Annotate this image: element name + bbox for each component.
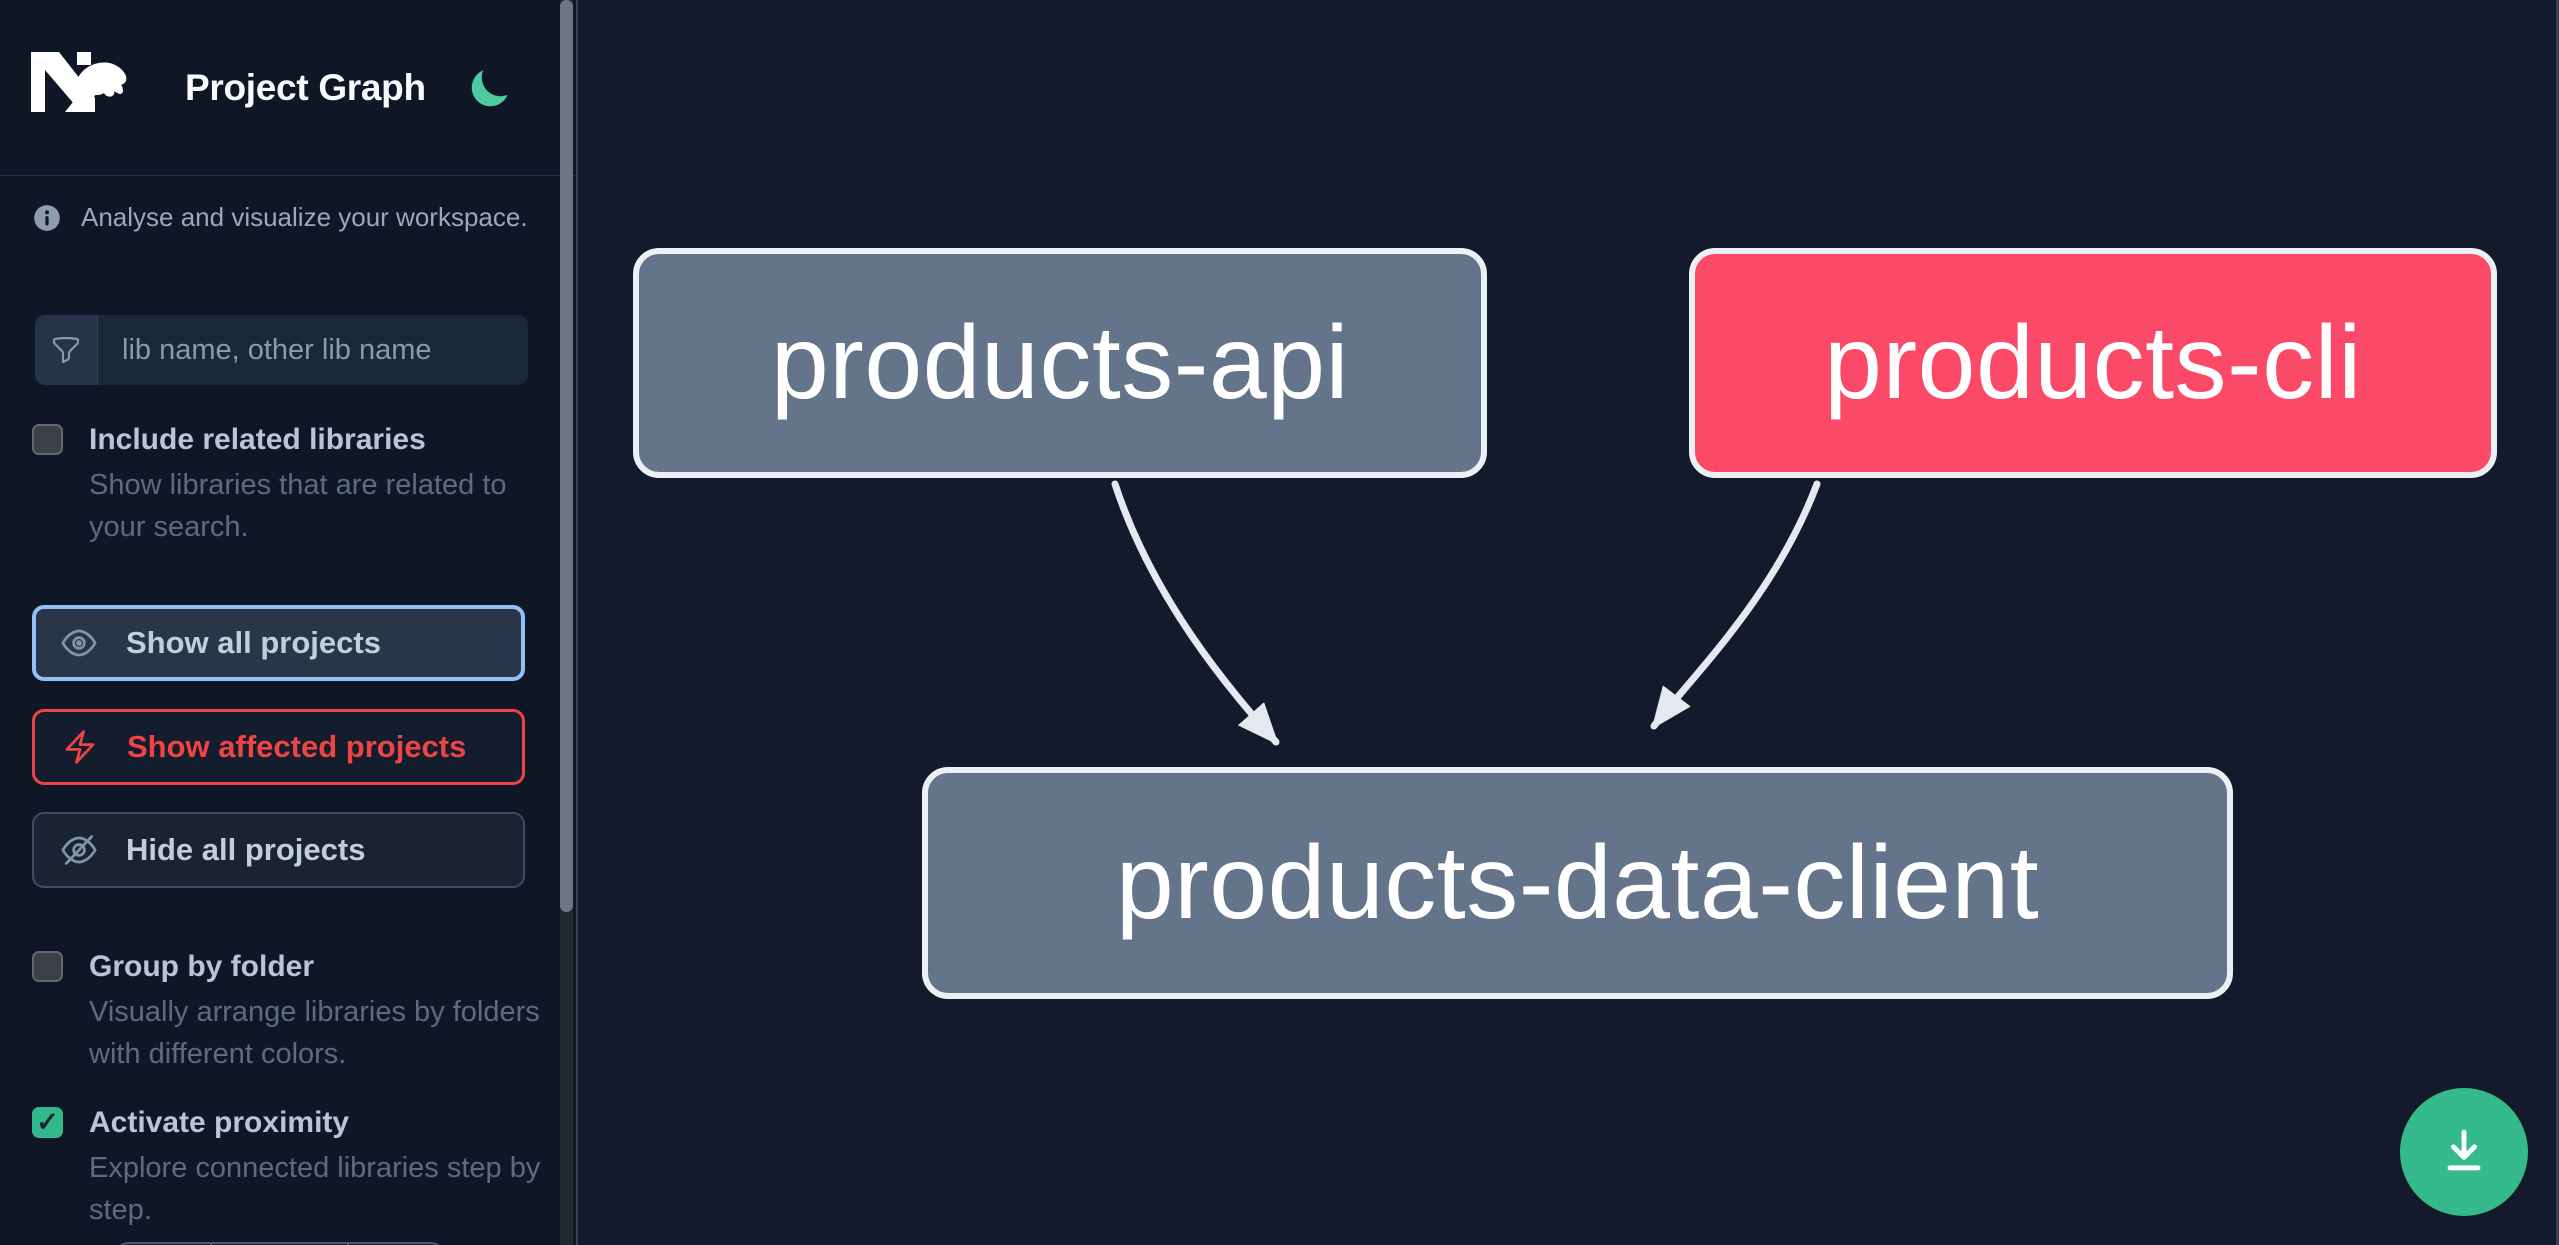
button-label: Hide all projects: [126, 832, 366, 867]
toggle-description: Show libraries that are related to your …: [89, 469, 507, 543]
bolt-icon: [65, 730, 95, 764]
node-label: products-cli: [1824, 304, 2362, 421]
toggle-include-related: Include related libraries Show libraries…: [32, 422, 532, 548]
workspace-info-row: Analyse and visualize your workspace.: [33, 202, 528, 233]
funnel-icon: [35, 315, 98, 385]
toggle-group-by-folder: Group by folder Visually arrange librari…: [32, 949, 540, 1075]
toggle-label[interactable]: Group by folder: [89, 950, 314, 983]
toggle-label[interactable]: Include related libraries: [89, 423, 426, 456]
toggle-description: Explore connected libraries step by step…: [89, 1152, 541, 1226]
tagline: Analyse and visualize your workspace.: [81, 202, 528, 232]
include-related-checkbox[interactable]: [32, 424, 63, 455]
graph-node-products-data-client[interactable]: products-data-client: [922, 767, 2233, 999]
graph-node-products-cli[interactable]: products-cli: [1689, 248, 2497, 478]
download-graph-button[interactable]: [2400, 1088, 2528, 1216]
nx-logo-icon: [31, 52, 127, 112]
show-all-projects-button[interactable]: Show all projects: [32, 605, 525, 681]
activate-proximity-checkbox[interactable]: [32, 1107, 63, 1138]
show-affected-projects-button[interactable]: Show affected projects: [32, 709, 525, 785]
dependency-edges: [1111, 480, 1821, 746]
node-label: products-api: [770, 304, 1350, 421]
toggle-activate-proximity: Activate proximity Explore connected lib…: [32, 1105, 540, 1231]
sidebar-header: Project Graph: [0, 0, 576, 176]
toggle-label[interactable]: Activate proximity: [89, 1106, 350, 1139]
node-label: products-data-client: [1115, 824, 2040, 941]
button-label: Show affected projects: [127, 729, 467, 764]
info-icon: [34, 204, 60, 231]
search-input[interactable]: [98, 315, 528, 385]
page-title: Project Graph: [185, 67, 426, 108]
graph-node-products-api[interactable]: products-api: [633, 248, 1487, 478]
hide-all-projects-button[interactable]: Hide all projects: [32, 812, 525, 888]
button-label: Show all projects: [126, 625, 381, 660]
theme-toggle-moon-icon[interactable]: [466, 66, 512, 112]
edge-products-cli-to-products-data-client: [1650, 480, 1821, 730]
toggle-description: Visually arrange libraries by folders wi…: [89, 996, 540, 1070]
edge-products-api-to-products-data-client: [1111, 480, 1280, 746]
sidebar-scrollbar: [560, 0, 573, 1245]
search-box: [35, 315, 528, 385]
project-graph-canvas[interactable]: products-api products-cli products-data-…: [578, 0, 2559, 1245]
sidebar: Project Graph Analyse and visualize your…: [0, 0, 578, 1245]
sidebar-scrollbar-thumb[interactable]: [560, 0, 573, 912]
eye-icon: [61, 629, 97, 657]
download-icon: [2447, 1129, 2481, 1171]
window-right-edge: [2556, 0, 2559, 1245]
eye-off-icon: [61, 835, 97, 865]
group-by-folder-checkbox[interactable]: [32, 951, 63, 982]
